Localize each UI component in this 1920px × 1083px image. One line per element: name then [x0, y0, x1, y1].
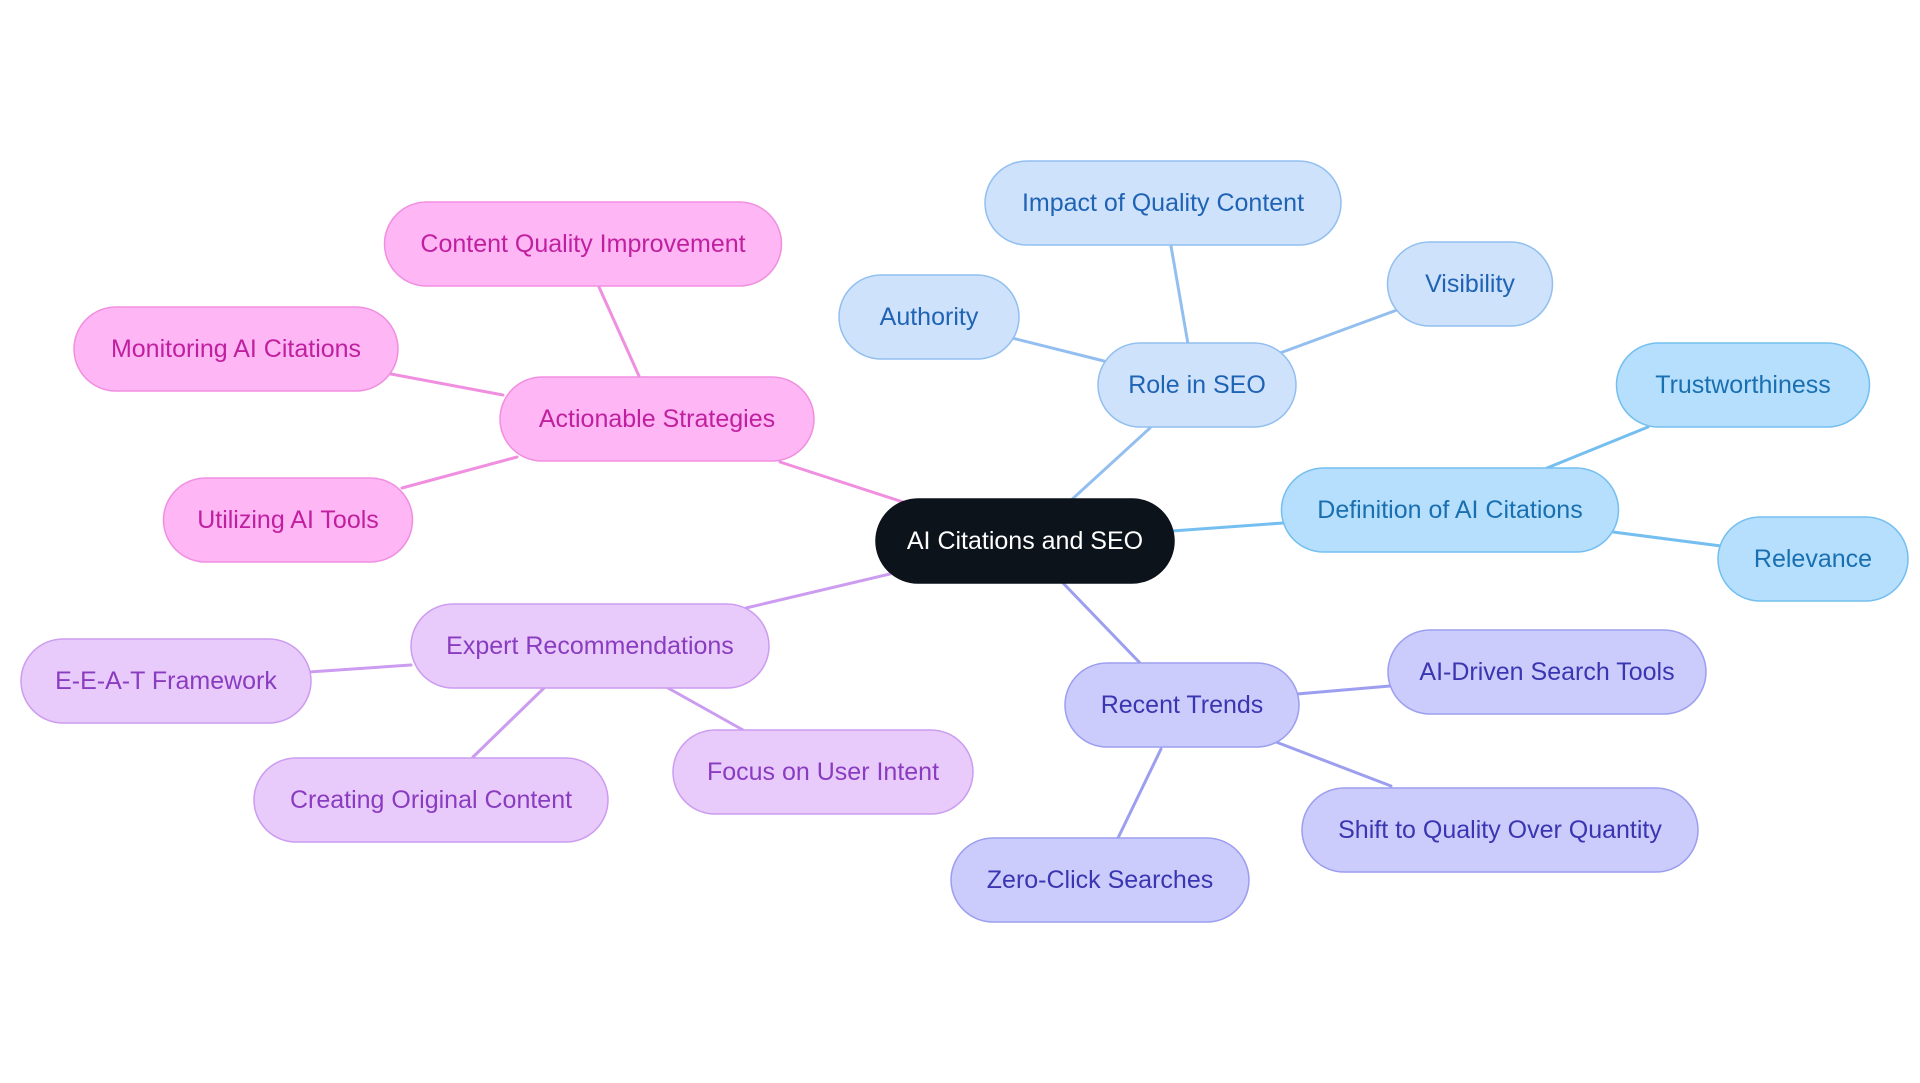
node-monitor-label: Monitoring AI Citations [111, 335, 361, 363]
edge-center-to-role [1066, 426, 1152, 505]
node-aitools-shape [1387, 629, 1707, 715]
node-impact-label: Impact of Quality Content [1022, 189, 1304, 217]
node-authority-label: Authority [880, 303, 979, 331]
edge-trends-to-shift [1274, 740, 1393, 788]
node-aitools[interactable]: AI-Driven Search Tools [1387, 629, 1707, 715]
node-visibility-label: Visibility [1425, 270, 1515, 298]
node-cqi-shape [383, 201, 783, 287]
node-relevance-label: Relevance [1754, 545, 1872, 573]
node-center-shape [875, 498, 1175, 584]
node-impact-shape [984, 160, 1342, 246]
node-original-label: Creating Original Content [290, 786, 572, 814]
edge-role-to-authority [1010, 336, 1106, 363]
edge-expert-to-eeat [307, 663, 413, 674]
node-zero[interactable]: Zero-Click Searches [950, 837, 1250, 923]
node-expert-label: Expert Recommendations [446, 632, 734, 660]
node-relevance-shape [1717, 516, 1909, 602]
node-monitor[interactable]: Monitoring AI Citations [73, 306, 399, 392]
node-definition-shape [1280, 467, 1620, 553]
edge-role-to-visibility [1278, 308, 1399, 355]
edge-definition-to-relevance [1611, 530, 1723, 548]
node-definition[interactable]: Definition of AI Citations [1280, 467, 1620, 553]
mindmap-nodes: AI Citations and SEO Role in SEO Impact of… [20, 160, 1909, 923]
node-actionable-shape [499, 376, 815, 462]
node-impact[interactable]: Impact of Quality Content [984, 160, 1342, 246]
node-trust-shape [1615, 342, 1871, 428]
node-visibility-shape [1386, 241, 1554, 327]
node-cqi-label: Content Quality Improvement [420, 230, 745, 258]
node-utilize[interactable]: Utilizing AI Tools [162, 477, 414, 563]
node-expert[interactable]: Expert Recommendations [410, 603, 770, 689]
node-authority[interactable]: Authority [838, 274, 1020, 360]
edge-center-to-definition [1170, 521, 1285, 533]
node-trends[interactable]: Recent Trends [1064, 662, 1300, 748]
node-zero-label: Zero-Click Searches [987, 866, 1213, 894]
node-eeat-shape [20, 638, 312, 724]
node-authority-shape [838, 274, 1020, 360]
node-intent-shape [672, 729, 974, 815]
node-intent[interactable]: Focus on User Intent [672, 729, 974, 815]
node-role-label: Role in SEO [1128, 371, 1266, 399]
node-center[interactable]: AI Citations and SEO [875, 498, 1175, 584]
node-trends-label: Recent Trends [1101, 691, 1264, 719]
node-shift-label: Shift to Quality Over Quantity [1338, 816, 1662, 844]
node-aitools-label: AI-Driven Search Tools [1419, 658, 1674, 686]
node-original-shape [253, 757, 609, 843]
node-visibility[interactable]: Visibility [1386, 241, 1554, 327]
node-relevance[interactable]: Relevance [1717, 516, 1909, 602]
node-center-label: AI Citations and SEO [907, 527, 1143, 555]
edge-actionable-to-monitor [389, 372, 505, 397]
edge-center-to-trends [1061, 581, 1142, 665]
edge-expert-to-original [471, 686, 546, 759]
edge-trends-to-aitools [1295, 684, 1392, 696]
node-original[interactable]: Creating Original Content [253, 757, 609, 843]
node-actionable-label: Actionable Strategies [539, 405, 775, 433]
node-trust[interactable]: Trustworthiness [1615, 342, 1871, 428]
node-intent-label: Focus on User Intent [707, 758, 939, 786]
edge-actionable-to-cqi [597, 285, 641, 378]
node-role[interactable]: Role in SEO [1097, 342, 1297, 428]
node-monitor-shape [73, 306, 399, 392]
edge-expert-to-intent [666, 686, 745, 732]
node-expert-shape [410, 603, 770, 689]
edge-definition-to-trust [1545, 425, 1650, 470]
edge-center-to-expert [744, 572, 892, 610]
node-eeat[interactable]: E-E-A-T Framework [20, 638, 312, 724]
edge-trends-to-zero [1116, 747, 1163, 840]
edge-role-to-impact [1169, 244, 1190, 346]
edge-actionable-to-utilize [400, 455, 519, 490]
node-utilize-label: Utilizing AI Tools [197, 506, 379, 534]
edge-center-to-actionable [778, 460, 905, 504]
node-utilize-shape [162, 477, 414, 563]
node-role-shape [1097, 342, 1297, 428]
node-shift[interactable]: Shift to Quality Over Quantity [1301, 787, 1699, 873]
node-eeat-label: E-E-A-T Framework [55, 667, 277, 695]
node-cqi[interactable]: Content Quality Improvement [383, 201, 783, 287]
node-actionable[interactable]: Actionable Strategies [499, 376, 815, 462]
node-trust-label: Trustworthiness [1655, 371, 1831, 399]
node-shift-shape [1301, 787, 1699, 873]
node-definition-label: Definition of AI Citations [1317, 496, 1582, 524]
connector-lines [307, 244, 1723, 840]
node-trends-shape [1064, 662, 1300, 748]
node-zero-shape [950, 837, 1250, 923]
